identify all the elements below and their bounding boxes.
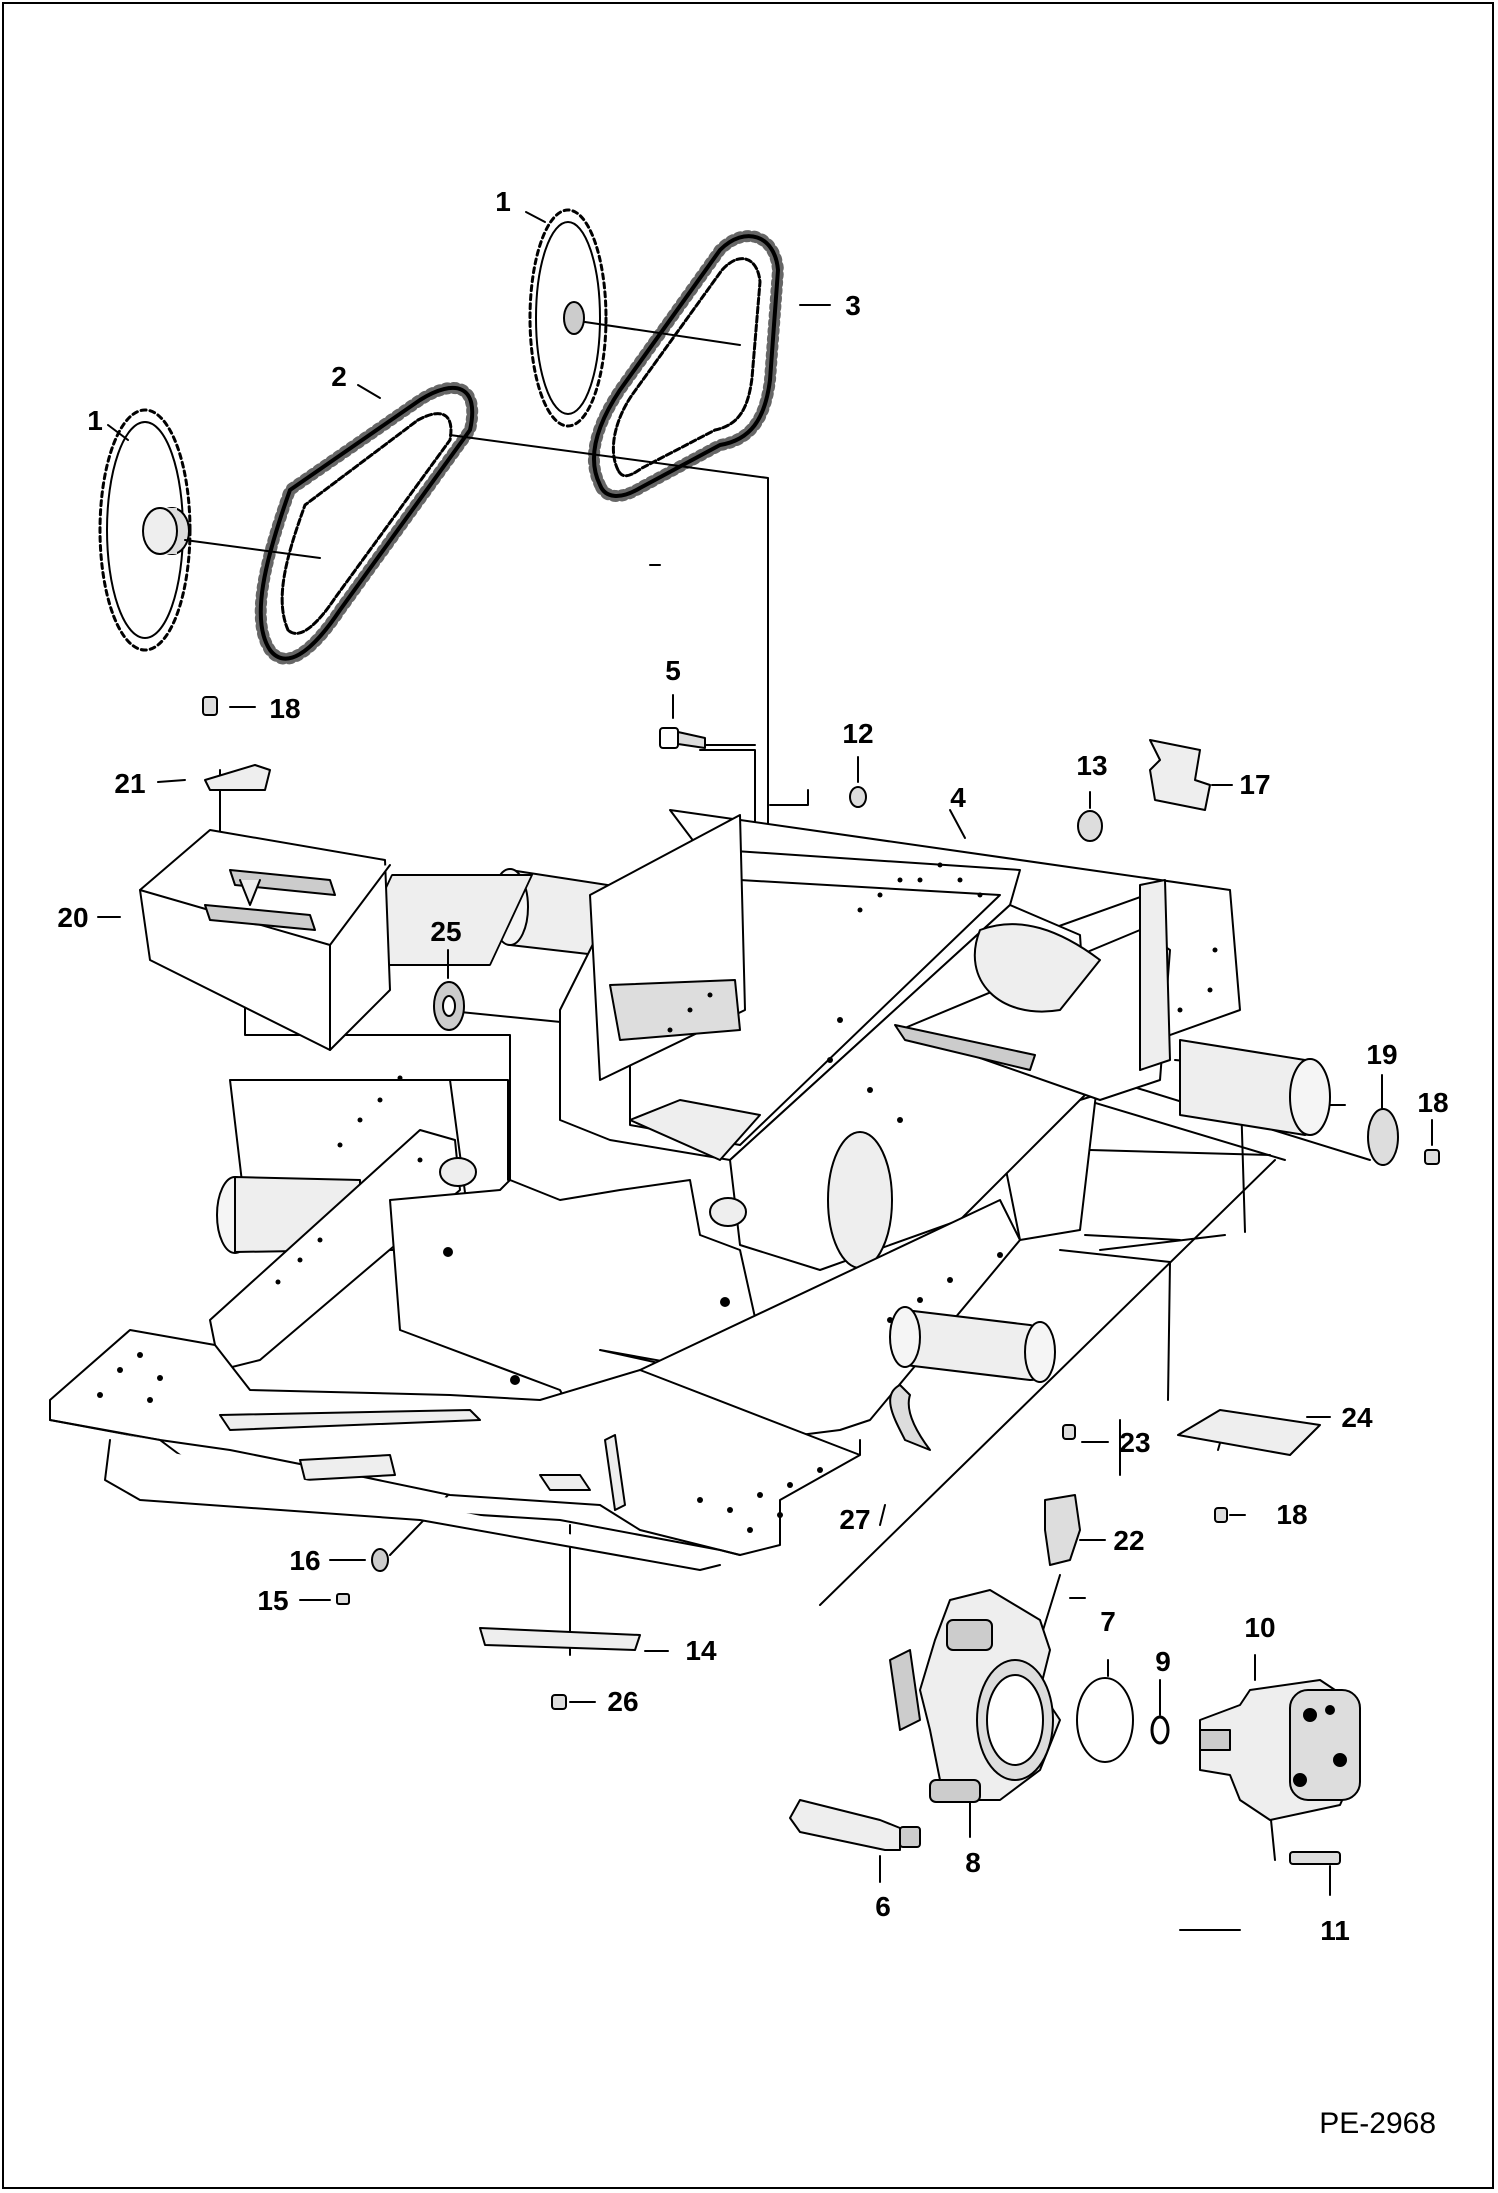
strip-14 bbox=[479, 1627, 641, 1651]
callout-9-seal: 9 bbox=[1155, 1646, 1171, 1677]
bolt-5 bbox=[659, 727, 706, 749]
bolt-26 bbox=[551, 1694, 567, 1710]
leader-lines bbox=[97, 211, 1433, 1896]
callout-6-sealant-tube: 6 bbox=[875, 1891, 891, 1922]
callout-3-chain: 3 bbox=[845, 290, 861, 321]
callout-5-bolt: 5 bbox=[665, 655, 681, 686]
bolt-15 bbox=[336, 1593, 350, 1605]
callout-10-motor: 10 bbox=[1244, 1612, 1276, 1643]
drawing-reference-id: PE-2968 bbox=[1319, 2107, 1436, 2140]
sealant-tube-6 bbox=[789, 1799, 921, 1851]
cover-plate-24 bbox=[1177, 1409, 1321, 1523]
callout-27-bracket: 27 bbox=[839, 1504, 871, 1535]
callout-17-clip: 17 bbox=[1239, 769, 1271, 800]
frame-holes bbox=[97, 862, 1218, 1533]
callout-4-frame: 4 bbox=[950, 782, 966, 813]
callout-14-strip: 14 bbox=[685, 1635, 717, 1666]
nut-12 bbox=[849, 786, 867, 808]
washer-16 bbox=[371, 1548, 389, 1572]
callout-1-right-sprocket: 1 bbox=[495, 186, 511, 217]
washer-25 bbox=[433, 981, 465, 1031]
gearbox-housing-8 bbox=[889, 1589, 1061, 1803]
o-ring-7 bbox=[1076, 1677, 1134, 1763]
callout-16-washer: 16 bbox=[289, 1545, 321, 1576]
callout-13-plug: 13 bbox=[1076, 750, 1108, 781]
bolt-18-top bbox=[202, 696, 218, 716]
callout-7-o-ring: 7 bbox=[1100, 1606, 1116, 1637]
callout-8-gearbox-housing: 8 bbox=[965, 1847, 981, 1878]
seal-9 bbox=[1150, 1715, 1170, 1745]
rear-bracket bbox=[894, 879, 1171, 1101]
callout-18-top-bolt: 18 bbox=[269, 693, 301, 724]
sprocket-right bbox=[528, 208, 608, 428]
callout-19-plate: 19 bbox=[1366, 1039, 1398, 1070]
callout-25-washer: 25 bbox=[430, 916, 462, 947]
chain-left bbox=[254, 381, 479, 665]
chain-right bbox=[587, 230, 784, 502]
bolt-18-right bbox=[1424, 1149, 1440, 1165]
callout-15-bolt: 15 bbox=[257, 1585, 289, 1616]
callout-1-left-sprocket: 1 bbox=[87, 405, 103, 436]
callout-24-cover-plate: 24 bbox=[1341, 1402, 1373, 1433]
bracket-21 bbox=[204, 764, 271, 791]
callout-21-bracket: 21 bbox=[114, 768, 146, 799]
callout-12-nut: 12 bbox=[842, 718, 874, 749]
counterweight-20 bbox=[139, 829, 391, 1051]
plate-19 bbox=[1367, 1108, 1399, 1166]
callout-2-chain: 2 bbox=[331, 361, 347, 392]
callout-23-bolt: 23 bbox=[1119, 1427, 1151, 1458]
motor-10 bbox=[1199, 1679, 1361, 1821]
callout-18-lower-bolt: 18 bbox=[1276, 1499, 1308, 1530]
callout-26-bolt: 26 bbox=[607, 1686, 639, 1717]
callout-11-bolt: 11 bbox=[1320, 1915, 1350, 1946]
bolt-11 bbox=[1289, 1851, 1341, 1865]
sprocket-left bbox=[98, 408, 192, 652]
plug-13 bbox=[1077, 810, 1103, 842]
clip-17 bbox=[1149, 739, 1211, 811]
fitting-22 bbox=[1044, 1424, 1081, 1566]
callout-22-fitting: 22 bbox=[1113, 1525, 1145, 1556]
callout-20-counterweight: 20 bbox=[57, 902, 89, 933]
callout-18-right-bolt: 18 bbox=[1417, 1087, 1449, 1118]
